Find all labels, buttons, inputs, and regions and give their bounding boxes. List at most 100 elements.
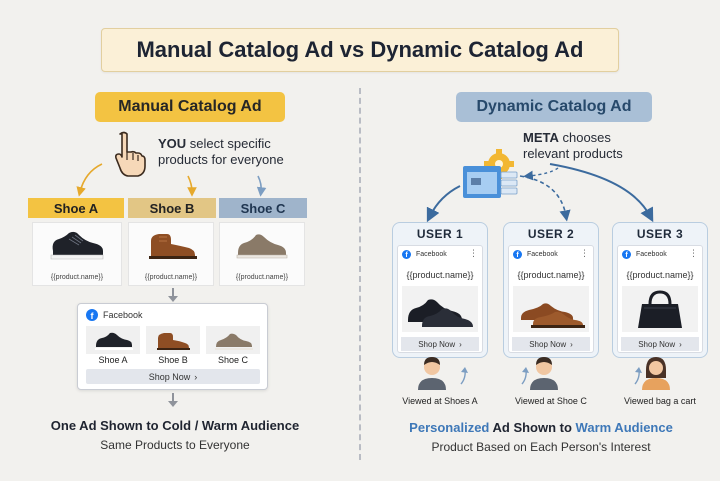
person-avatar-male-icon [418,357,446,390]
black-sneaker-mini-image [95,332,133,350]
user-3-shop-now-button[interactable]: Shop Now › [621,337,699,351]
shoe-a-product-name: {{product.name}} [50,274,104,281]
shoe-a-card: {{product.name}} [32,222,122,286]
shoe-b-tab: Shoe B [128,198,216,218]
tan-sneaker-image [236,234,288,259]
arrow-down-icon [168,288,178,302]
black-sneaker-image [50,231,104,260]
dynamic-caption-rest: chooses [558,130,611,145]
user-2-platform: Facebook [527,251,558,258]
user-2-fb-header: f Facebook [513,250,558,259]
ad-item-c-label: Shoe C [217,355,249,365]
user-1-panel: USER 1 f Facebook ⋮ {{product.name}} Sho… [392,222,488,358]
brown-shoes-image [521,303,585,328]
user-1-viewed-caption: Viewed at Shoes A [402,396,478,406]
dynamic-caption-line2: relevant products [523,146,623,161]
manual-caption-rest: select specific [186,136,271,151]
user-2-product-image [513,286,589,332]
ad-item-a-thumb [86,326,140,354]
dynamic-bottom-title-warm: Warm Audience [575,420,673,435]
dynamic-catalog-label: Dynamic Catalog Ad [456,92,652,122]
chevron-right-icon: › [459,339,462,349]
more-options-icon[interactable]: ⋮ [469,248,478,258]
manual-catalog-label: Manual Catalog Ad [95,92,285,122]
black-sneakers-image [408,299,474,330]
user-3-product-image [622,286,698,332]
shoe-c-card: {{product.name}} [219,222,305,286]
user-2-viewed-caption: Viewed at Shoe C [515,396,587,406]
user-3-shop-now-label: Shop Now [638,339,676,349]
user-3-panel: USER 3 f Facebook ⋮ {{product.name}} Sho… [612,222,708,358]
user-1-ad-card: f Facebook ⋮ {{product.name}} Shop Now › [397,245,483,353]
manual-caption: YOU select specific products for everyon… [158,136,308,168]
shop-now-label: Shop Now [148,371,191,382]
ad-item-a-label: Shoe A [98,355,128,365]
facebook-icon: f [86,309,98,321]
user-1-shop-now-button[interactable]: Shop Now › [401,337,479,351]
more-options-icon[interactable]: ⋮ [689,248,698,258]
dynamic-caption: META chooses relevant products [523,130,673,162]
hand-to-shoes-arrows [76,163,267,197]
shoe-c-product-name: {{product.name}} [235,274,289,281]
user-2-shop-now-button[interactable]: Shop Now › [512,337,590,351]
person-avatar-male-2-icon [530,357,558,390]
ad-item-b-label: Shoe B [158,355,188,365]
user-3-platform: Facebook [636,251,667,258]
user-2-title: USER 2 [527,227,575,241]
user-2-product-name: {{product.name}} [517,270,585,280]
facebook-icon: f [513,250,522,259]
facebook-icon: f [622,250,631,259]
catalog-folder-gear-icon [463,149,518,198]
user-1-fb-header: f Facebook [402,250,447,259]
more-options-icon[interactable]: ⋮ [580,248,589,258]
tan-sneaker-mini-image [215,333,253,350]
ad-item-c-thumb [206,326,260,354]
user-1-title: USER 1 [416,227,464,241]
page-title: Manual Catalog Ad vs Dynamic Catalog Ad [101,28,619,72]
facebook-icon: f [402,250,411,259]
dynamic-caption-bold: META [523,130,559,145]
user-3-viewed-caption: Viewed bag a cart [624,396,696,406]
chevron-right-icon: › [570,339,573,349]
dynamic-bottom-title-middle: Ad Shown to [489,420,576,435]
user-2-ad-card: f Facebook ⋮ {{product.name}} Shop Now › [508,245,594,353]
manual-caption-line2: products for everyone [158,152,284,167]
dynamic-bottom-title-personalized: Personalized [409,420,490,435]
user-3-ad-card: f Facebook ⋮ {{product.name}} Shop Now › [617,245,703,353]
dynamic-bottom-subtitle: Product Based on Each Person's Interest [431,440,651,454]
fb-ad-header: f Facebook [86,309,143,321]
user-2-shop-now-label: Shop Now [529,339,567,349]
fb-platform-name: Facebook [103,310,143,320]
brown-boot-image [149,234,197,259]
manual-shop-now-button[interactable]: Shop Now › [86,369,260,384]
user-3-product-name: {{product.name}} [626,270,694,280]
arrow-down-icon-2 [168,393,178,407]
person-avatar-female-icon [642,357,670,390]
curved-up-arrow-icon [460,367,468,385]
user-1-shop-now-label: Shop Now [418,339,456,349]
ad-item-b-thumb [146,326,200,354]
shoe-a-tab: Shoe A [28,198,124,218]
manual-caption-bold: YOU [158,136,187,151]
brown-boot-mini-image [157,333,190,350]
shoe-b-card: {{product.name}} [128,222,214,286]
curved-up-arrow-icon-2 [521,367,529,385]
chevron-right-icon: › [679,339,682,349]
user-1-platform: Facebook [416,251,447,258]
shoe-b-product-name: {{product.name}} [144,274,198,281]
user-1-product-name: {{product.name}} [406,270,474,280]
user-2-panel: USER 2 f Facebook ⋮ {{product.name}} Sho… [503,222,599,358]
dynamic-bottom-title: Personalized Ad Shown to Warm Audience [372,420,710,435]
manual-bottom-title: One Ad Shown to Cold / Warm Audience [50,418,300,433]
pointing-hand-icon [115,131,146,177]
user-3-title: USER 3 [636,227,684,241]
shoe-c-tab: Shoe C [219,198,307,218]
black-bag-image [638,290,682,328]
curved-up-arrow-icon-3 [634,367,642,385]
center-divider [359,88,361,460]
manual-facebook-ad: f Facebook Shoe A Shoe B Shoe C Shop Now… [77,303,268,390]
user-3-fb-header: f Facebook [622,250,667,259]
manual-bottom-subtitle: Same Products to Everyone [100,438,250,452]
chevron-right-icon: › [194,371,198,382]
meta-to-users-arrows [426,163,654,222]
